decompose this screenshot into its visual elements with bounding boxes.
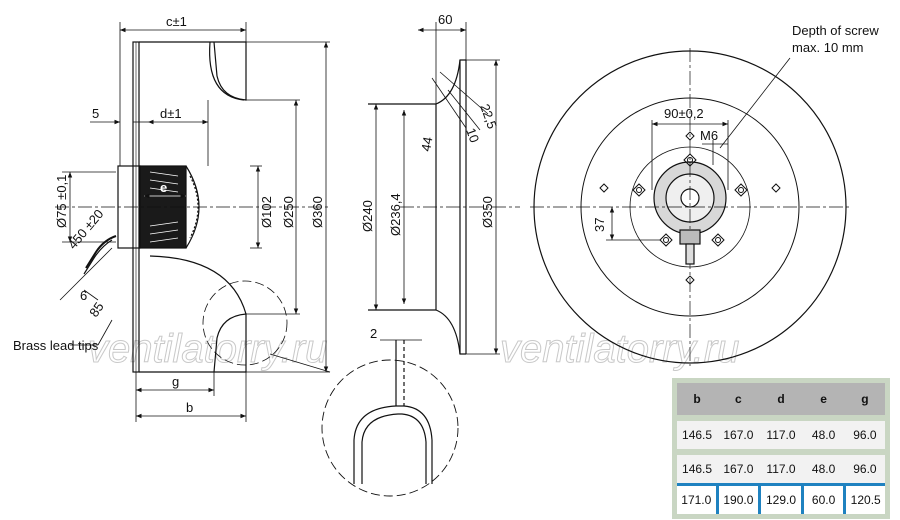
cell: 48.0 xyxy=(802,449,845,485)
dim-m6-label: M6 xyxy=(700,128,718,143)
screw-depth-line1: Depth of screw xyxy=(792,23,879,38)
dim-d102-label: Ø102 xyxy=(259,196,274,228)
watermark-left: ventilatorry.ru xyxy=(88,327,327,371)
cell: 146.5 xyxy=(674,449,718,485)
col-header-e: e xyxy=(802,378,845,418)
dim-90-label: 90±0,2 xyxy=(664,106,704,121)
cell: 167.0 xyxy=(717,415,760,452)
cell: 117.0 xyxy=(759,449,803,485)
dim-85-label: 85 xyxy=(86,299,107,319)
dim-d236-label: Ø236,4 xyxy=(388,193,403,236)
dim-d360-label: Ø360 xyxy=(310,196,325,228)
dim-44-label: 44 xyxy=(418,136,435,153)
dimension-table: b c d e g 146.5 167.0 117.0 48.0 96.0 14… xyxy=(672,378,890,519)
dim-2-label: 2 xyxy=(370,326,377,341)
dim-22-5-label: 22,5 xyxy=(477,102,500,131)
section-view-dimensions xyxy=(373,22,500,355)
table-header-row: b c d e g xyxy=(674,378,888,418)
dim-d350-label: Ø350 xyxy=(480,196,495,228)
brass-lead-tips-label: Brass lead tips xyxy=(13,338,99,353)
detail-view xyxy=(321,339,459,497)
dim-d75-label: Ø75 ±0,1 xyxy=(54,175,69,228)
cell: 96.0 xyxy=(844,415,888,452)
col-header-b: b xyxy=(674,378,718,418)
dim-d240-label: Ø240 xyxy=(360,200,375,232)
section-view xyxy=(368,59,520,355)
table-row-highlighted: 171.0 190.0 129.0 60.0 120.5 xyxy=(673,483,889,518)
table-row: 146.5 167.0 117.0 48.0 96.0 xyxy=(674,449,888,485)
cell: 96.0 xyxy=(844,449,888,485)
cell: 120.5 xyxy=(843,483,889,518)
dim-b-label: b xyxy=(186,400,193,415)
cell: 171.0 xyxy=(673,483,719,518)
front-view xyxy=(530,48,850,366)
cell: 129.0 xyxy=(758,483,804,518)
cell: 117.0 xyxy=(759,415,803,452)
dim-60-label: 60 xyxy=(438,12,452,27)
watermark-right: ventilatorry.ru xyxy=(500,327,739,371)
col-header-c: c xyxy=(717,378,760,418)
dim-e-label: e xyxy=(160,180,167,195)
cell: 167.0 xyxy=(717,449,760,485)
table-row: 146.5 167.0 117.0 48.0 96.0 xyxy=(674,415,888,452)
dim-g-label: g xyxy=(172,374,179,389)
cell: 48.0 xyxy=(802,415,845,452)
side-view-dimensions xyxy=(59,22,331,422)
dim-5-label: 5 xyxy=(92,106,99,121)
dim-c-label: c±1 xyxy=(166,14,187,29)
dim-d-label: d±1 xyxy=(160,106,182,121)
col-header-d: d xyxy=(759,378,803,418)
col-header-g: g xyxy=(844,378,888,418)
dim-6-label: 6 xyxy=(80,288,87,303)
screw-depth-line2: max. 10 mm xyxy=(792,40,864,55)
dim-37-label: 37 xyxy=(592,218,607,232)
dim-10-label: 10 xyxy=(463,126,482,145)
cell: 60.0 xyxy=(800,483,847,518)
cell: 190.0 xyxy=(715,483,762,518)
dim-d250-label: Ø250 xyxy=(281,196,296,228)
side-view xyxy=(55,41,330,373)
cell: 146.5 xyxy=(674,415,718,452)
front-view-dimensions xyxy=(606,57,791,241)
